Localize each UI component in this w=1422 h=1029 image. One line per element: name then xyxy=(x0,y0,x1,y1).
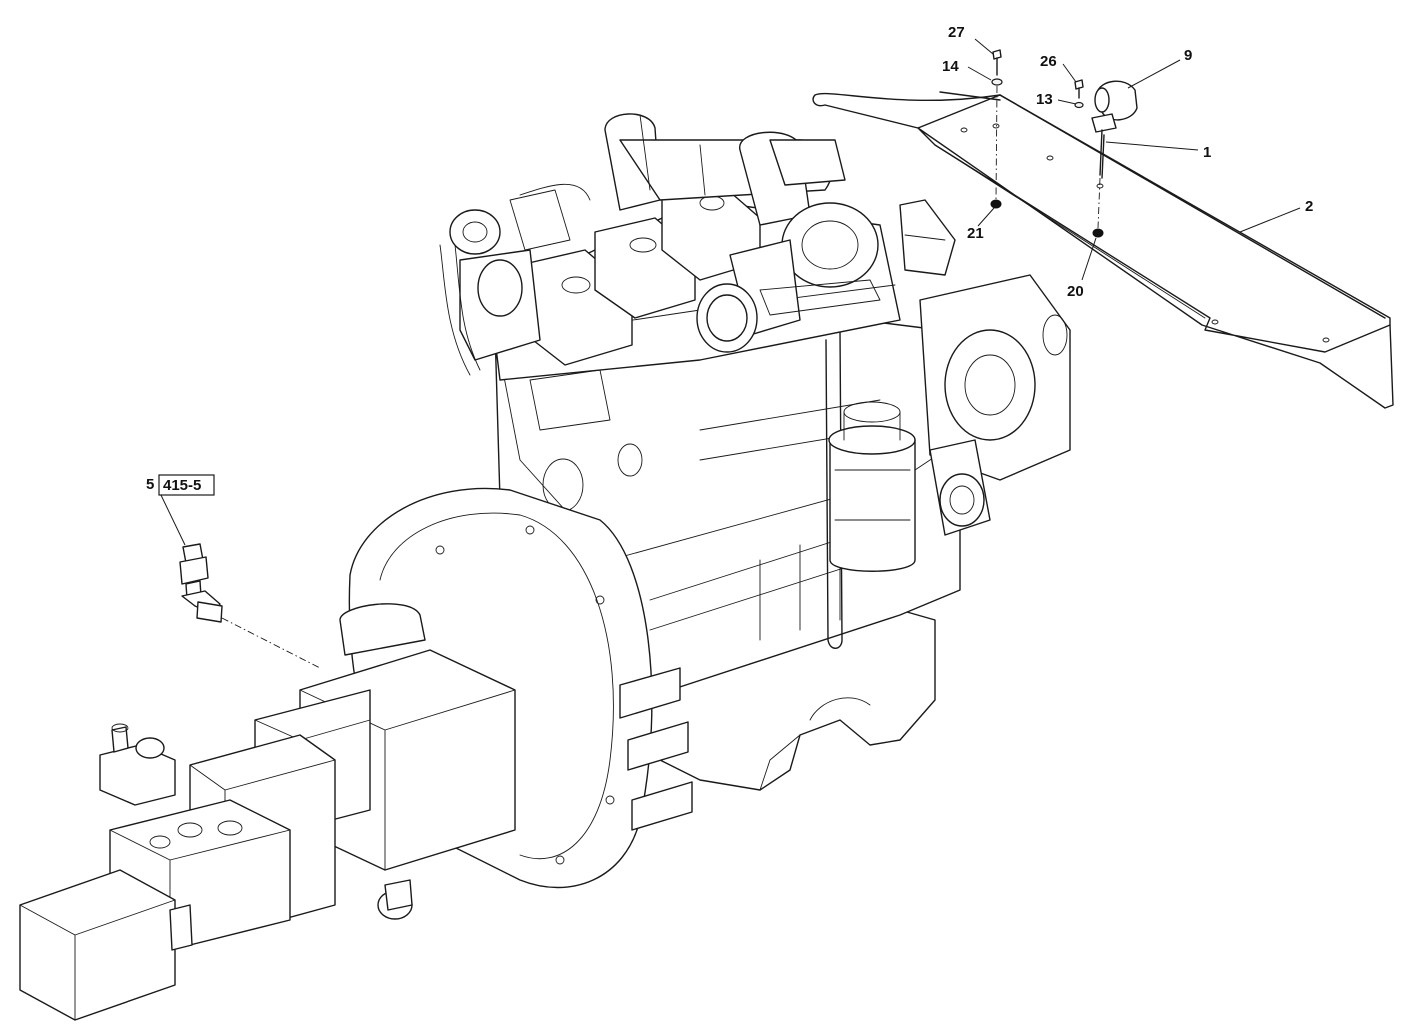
callout-20: 20 xyxy=(1067,283,1084,300)
callout-14: 14 xyxy=(942,58,959,75)
turbocharger xyxy=(696,202,881,353)
oil-filter xyxy=(828,401,916,572)
callout-26: 26 xyxy=(1040,53,1057,70)
oil-pan xyxy=(639,609,936,791)
rod-part-1 xyxy=(1101,134,1105,179)
callout-21: 21 xyxy=(967,225,984,242)
front-accessories xyxy=(439,183,591,376)
mounting-bracket-part-2 xyxy=(812,91,1394,409)
callout-9: 9 xyxy=(1184,47,1192,64)
reference-box-label: 415-5 xyxy=(163,477,201,494)
rear-accessories xyxy=(899,199,1071,536)
assembly-axis-part-1 xyxy=(1097,177,1101,229)
callout-13: 13 xyxy=(1036,91,1053,108)
bolt-27 xyxy=(992,49,1002,76)
dipstick-tube xyxy=(825,329,843,649)
leader-lines xyxy=(159,38,1301,546)
solenoid-coil xyxy=(19,869,193,1021)
callout-2: 2 xyxy=(1305,198,1313,215)
reference-box xyxy=(158,474,215,496)
intake-manifold xyxy=(604,113,846,226)
nut-20 xyxy=(1092,228,1104,238)
nut-21 xyxy=(990,199,1002,209)
pilot-valve xyxy=(99,723,176,806)
washer-13 xyxy=(1074,101,1084,109)
pressure-sensor-part-5 xyxy=(179,543,321,669)
callouts: 27 14 26 13 9 1 2 21 20 5 415-5 xyxy=(146,24,1313,496)
engine-assembly xyxy=(19,113,1071,1021)
callout-5: 5 xyxy=(146,476,154,493)
gauge-part-9 xyxy=(1091,80,1138,176)
bolt-26 xyxy=(1074,79,1084,99)
valve-covers xyxy=(519,184,761,366)
washer-14 xyxy=(991,78,1003,86)
assembly-axis-bolt-27 xyxy=(995,85,998,201)
callout-1: 1 xyxy=(1203,144,1211,161)
callout-27: 27 xyxy=(948,24,965,41)
mount-brackets xyxy=(619,667,693,831)
